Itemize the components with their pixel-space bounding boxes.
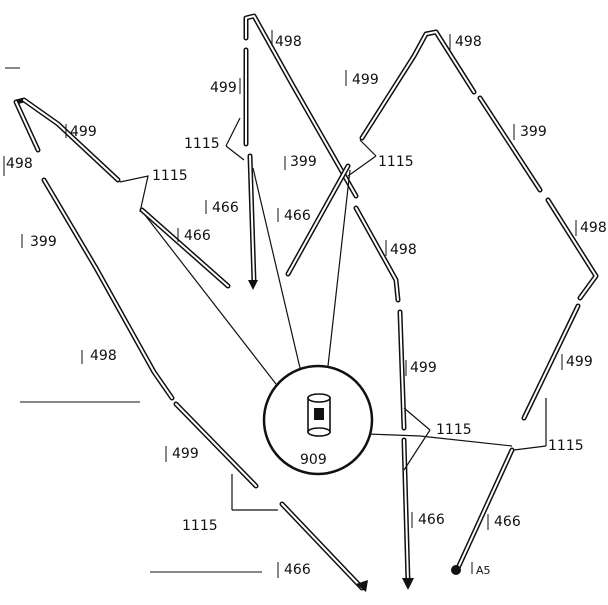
label-498-top-left: 498: [275, 34, 302, 50]
label-466-mid-left: 466: [212, 200, 239, 216]
right-466-foot: [451, 565, 461, 575]
label-399-top-mid: 399: [290, 154, 317, 170]
label-499-left-low: 499: [172, 446, 199, 462]
label-499-left: 499: [70, 124, 97, 140]
label-1115-top-left: 1115: [184, 136, 220, 152]
hub-909: 909: [144, 167, 513, 476]
label-499-top-right: 499: [352, 72, 379, 88]
right-frame: [359, 29, 599, 575]
label-399-right: 399: [520, 124, 547, 140]
label-A5: A5: [476, 564, 491, 577]
label-498-center: 498: [390, 242, 417, 258]
label-498-left-low: 498: [90, 348, 117, 364]
label-1115-top-right: 1115: [378, 154, 414, 170]
part-labels: 498 499 1115 399 466 466 499 498 1115 46…: [3, 30, 607, 578]
label-1115-right-low: 1115: [548, 438, 584, 454]
label-1115-left: 1115: [152, 168, 188, 184]
bottom-left-466-tip: [356, 580, 368, 592]
label-1115-center-low: 1115: [436, 422, 472, 438]
label-498-top-right: 498: [455, 34, 482, 50]
label-1115-bottom-left: 1115: [182, 518, 218, 534]
label-499-center-low: 499: [410, 360, 437, 376]
label-498-far-right: 498: [580, 220, 607, 236]
center-left-frame: [243, 13, 414, 590]
label-466-bottom-left: 466: [284, 562, 311, 578]
label-466-center-bottom: 466: [418, 512, 445, 528]
label-399-left: 399: [30, 234, 57, 250]
label-466-right-bottom: 466: [494, 514, 521, 530]
label-909: 909: [300, 452, 327, 468]
label-466-top-mid: 466: [284, 208, 311, 224]
label-466-left: 466: [184, 228, 211, 244]
label-498-left: 498: [6, 156, 33, 172]
right-498-bent-tube: [545, 197, 599, 301]
label-499-far-right: 499: [566, 354, 593, 370]
label-499-top-left: 499: [210, 80, 237, 96]
leader-brackets: [119, 117, 547, 511]
left-frame: [13, 97, 368, 592]
